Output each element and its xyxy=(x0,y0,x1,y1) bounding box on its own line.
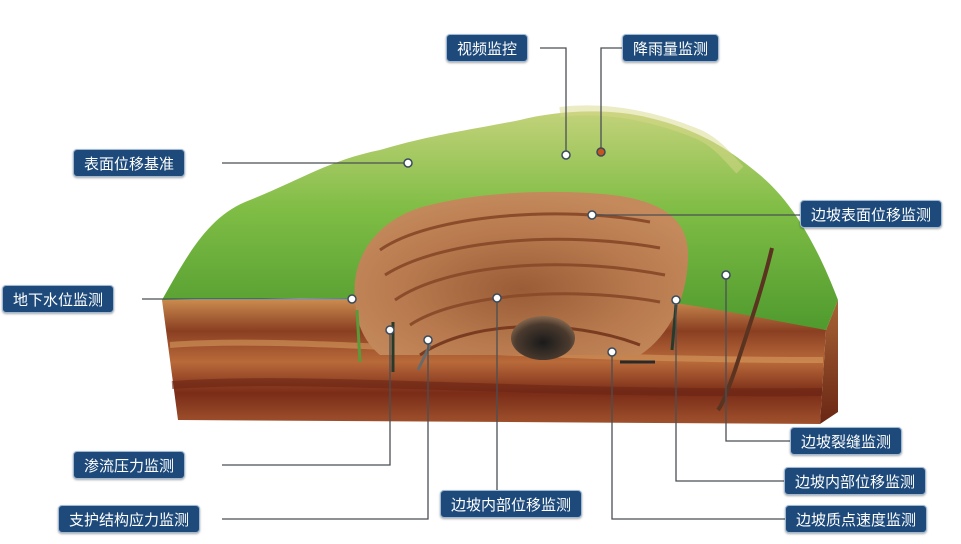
sensor-points xyxy=(347,147,731,357)
pit-bench xyxy=(394,263,666,302)
sensor-point xyxy=(561,150,571,160)
sensor-rod xyxy=(355,309,362,363)
leader-rain xyxy=(600,47,622,152)
pit-bench xyxy=(409,292,661,327)
label-slope-surface-displacement: 边坡表面位移监测 xyxy=(800,200,943,228)
sensor-point xyxy=(587,210,597,220)
label-slope-crack: 边坡裂缝监测 xyxy=(790,427,903,455)
label-support-structure-stress: 支护结构应力监测 xyxy=(58,505,201,533)
sensor-point xyxy=(403,158,413,168)
label-rainfall-monitoring: 降雨量监测 xyxy=(622,34,720,62)
front-soil-band xyxy=(171,378,823,397)
sensor-point xyxy=(596,147,606,157)
grass-ridge xyxy=(559,105,744,174)
sensor-point xyxy=(385,325,395,335)
tunnel-entrance xyxy=(511,316,575,360)
leader-lines xyxy=(142,47,800,520)
label-slope-internal-displacement-right: 边坡内部位移监测 xyxy=(784,467,927,495)
leader-support xyxy=(222,340,429,520)
label-video-monitoring: 视频监控 xyxy=(446,34,529,62)
open-pit xyxy=(354,191,689,355)
sensor-point xyxy=(492,293,502,303)
slope-crack xyxy=(716,247,774,412)
pit-bench xyxy=(384,237,661,277)
sensor-point xyxy=(347,294,357,304)
label-slope-particle-velocity: 边坡质点速度监测 xyxy=(785,505,928,533)
sensor-rod xyxy=(670,304,678,351)
label-surface-displacement-base: 表面位移基准 xyxy=(73,149,186,177)
label-groundwater-level: 地下水位监测 xyxy=(2,285,115,313)
sensor-point xyxy=(607,347,617,357)
sensor-point xyxy=(671,295,681,305)
label-seepage-pressure: 渗流压力监测 xyxy=(73,451,186,479)
leader-seepage xyxy=(222,330,391,466)
leader-video xyxy=(540,47,567,155)
side-soil-face xyxy=(820,300,838,424)
leader-crack xyxy=(725,275,790,442)
sensor-point xyxy=(721,270,731,280)
label-slope-internal-displacement: 边坡内部位移监测 xyxy=(440,490,583,518)
pit-bench xyxy=(379,212,651,252)
sensor-point xyxy=(423,335,433,345)
leader-velocity xyxy=(611,352,785,520)
leader-internal-disp xyxy=(675,300,784,482)
